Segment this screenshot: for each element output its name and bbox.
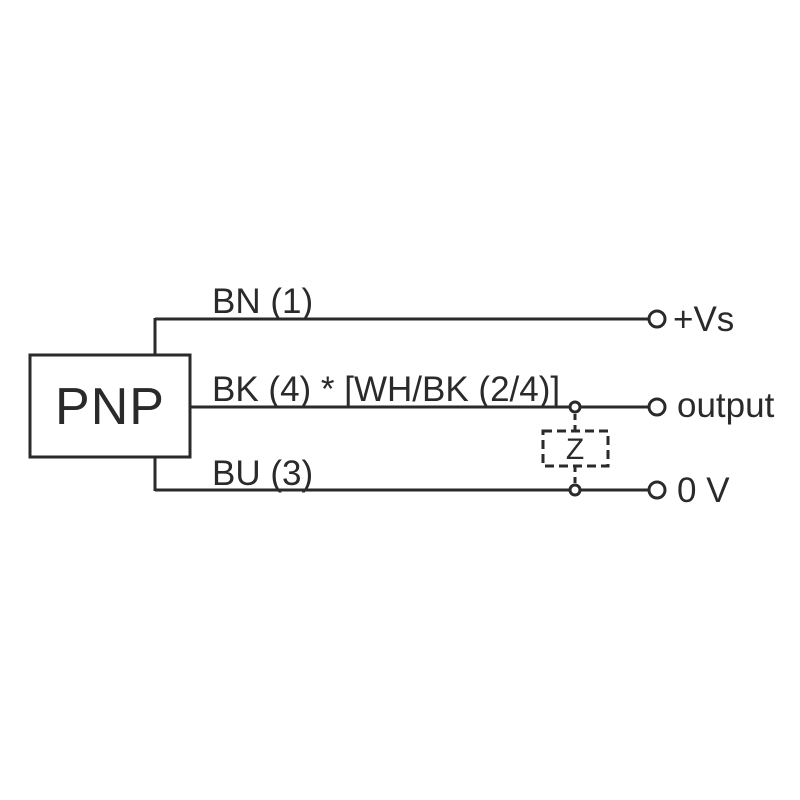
device-type-label: PNP (55, 378, 165, 436)
junction-node-output (568, 400, 582, 414)
terminal-label-output: output (677, 386, 775, 425)
terminal-label-ground: 0 V (677, 471, 730, 510)
junction-node-ground (568, 483, 582, 497)
wire-label-bu: BU (3) (212, 454, 313, 493)
terminal-circle-output (647, 397, 667, 417)
load-impedance-label: Z (566, 433, 584, 466)
terminal-circle-ground (647, 480, 667, 500)
sensor-device-box (28, 353, 192, 459)
terminal-circle-supply (647, 309, 667, 329)
terminal-label-supply: +Vs (673, 300, 734, 339)
wire-label-bn: BN (1) (212, 282, 313, 321)
wire-label-bk: BK (4) * [WH/BK (2/4)] (212, 370, 560, 409)
